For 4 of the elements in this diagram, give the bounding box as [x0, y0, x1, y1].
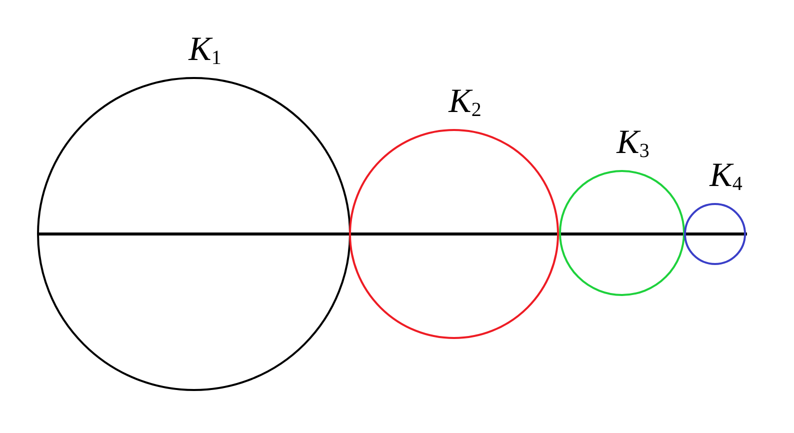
circle-label: K$_{2}$ [448, 85, 482, 123]
circle-label: K$_{4}$ [710, 159, 742, 197]
circle-label: K$_{3}$ [616, 126, 650, 164]
circle-label: K$_{1}$ [188, 33, 222, 71]
